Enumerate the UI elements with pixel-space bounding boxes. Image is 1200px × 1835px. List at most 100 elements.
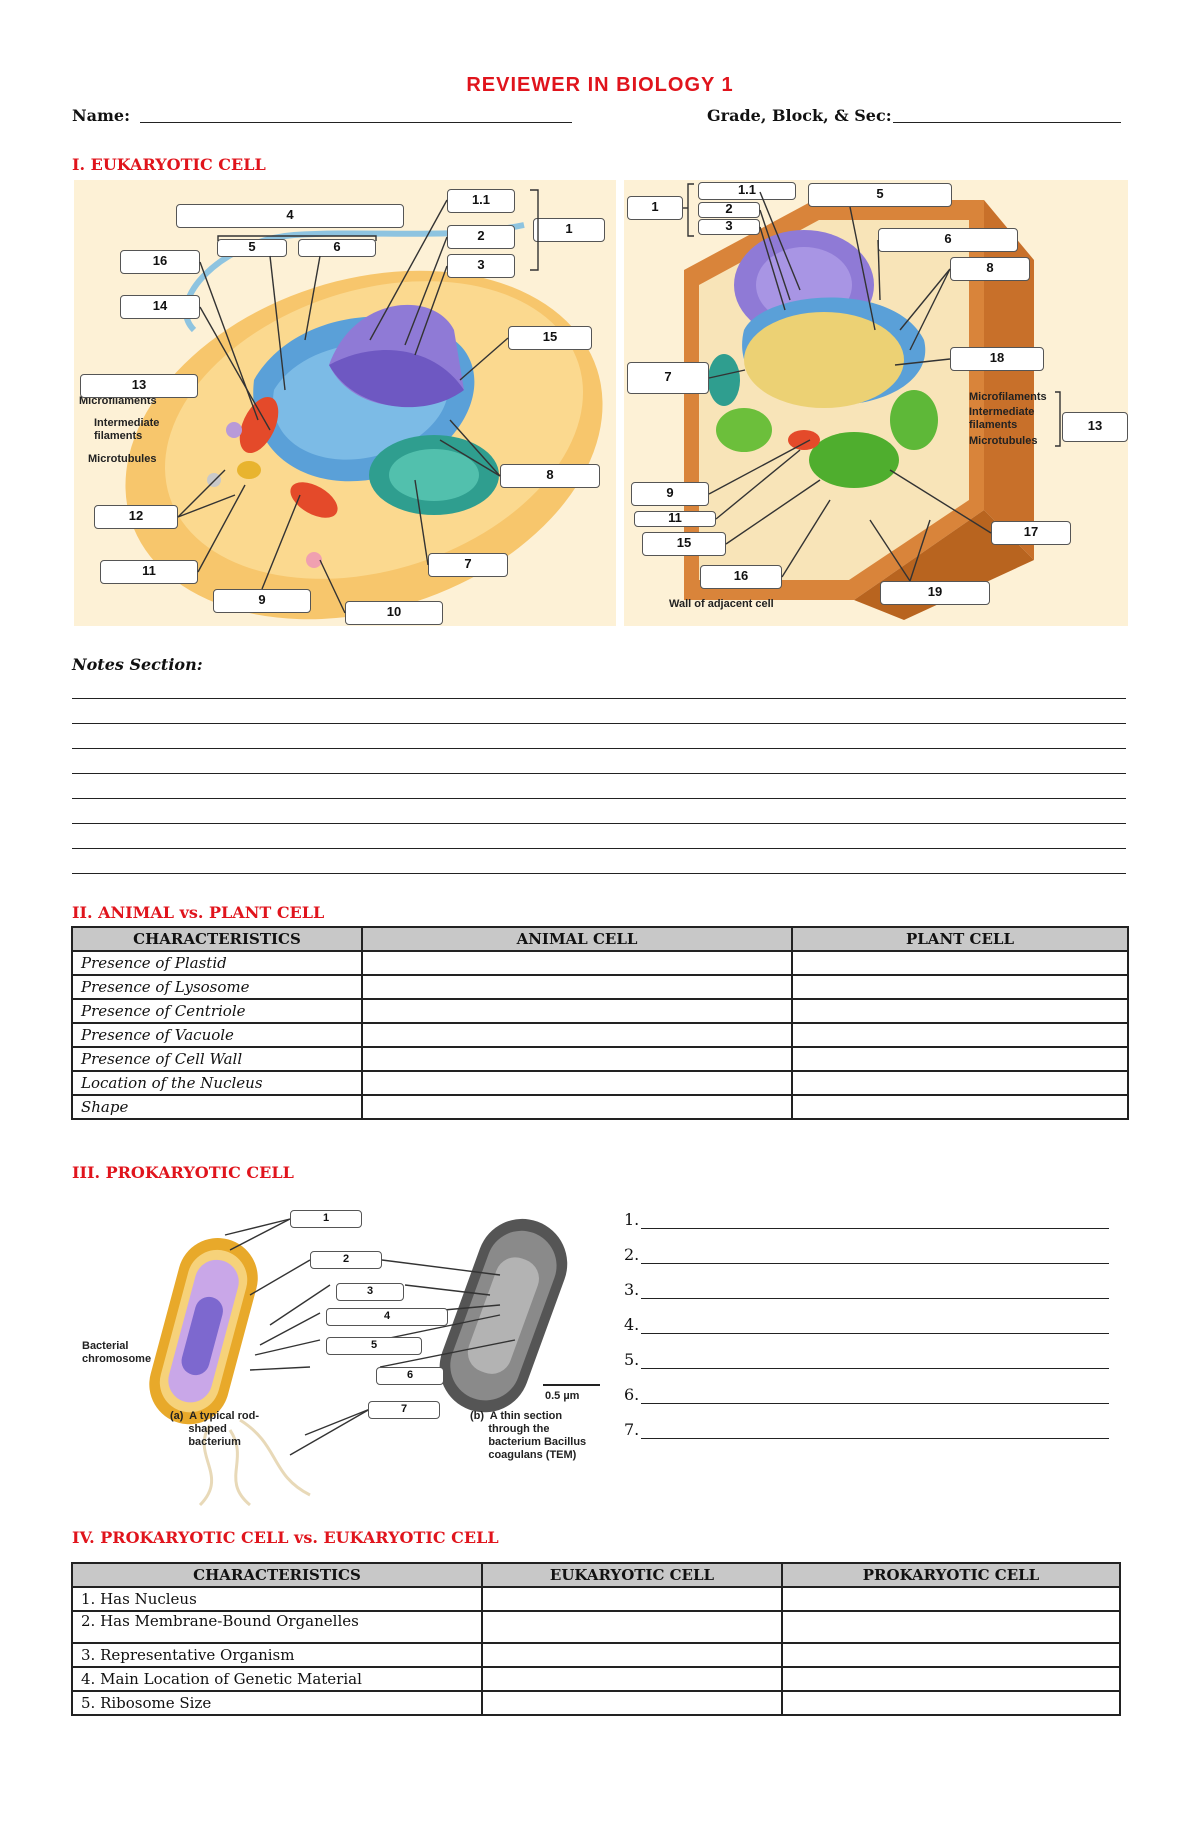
animal-microtubules-caption: Microtubules [88, 453, 157, 465]
answer-line[interactable]: 4. [624, 1315, 1124, 1334]
section-eukaryotic-heading: I. EUKARYOTIC CELL [72, 155, 266, 174]
animal-label-16[interactable]: 16 [120, 250, 200, 274]
answer-line[interactable]: 3. [624, 1280, 1124, 1299]
table-row: 4. Main Location of Genetic Material [71, 1666, 1121, 1692]
table-row: 1. Has Nucleus [71, 1586, 1121, 1612]
prok-label-5[interactable]: 5 [326, 1337, 422, 1355]
table-row: 5. Ribosome Size [71, 1690, 1121, 1716]
bacterium-art [149, 1218, 600, 1507]
plant-cell-diagram: Microfilaments Intermediate filaments Mi… [624, 180, 1128, 626]
notes-line[interactable] [72, 773, 1126, 774]
animal-label-11[interactable]: 11 [100, 560, 198, 584]
plant-label-8[interactable]: 8 [950, 257, 1030, 281]
plant-label-15[interactable]: 15 [642, 532, 726, 556]
scale-label: 0.5 µm [545, 1390, 580, 1402]
animal-label-9[interactable]: 9 [213, 589, 311, 613]
caption-b-2: through the [470, 1423, 550, 1435]
col-eukaryotic-cell: EUKARYOTIC CELL [481, 1562, 783, 1588]
plant-label-3[interactable]: 3 [698, 219, 760, 235]
table-row: 3. Representative Organism [71, 1642, 1121, 1668]
animal-label-4[interactable]: 4 [176, 204, 404, 228]
bacterial-chromosome-caption: Bacterial chromosome [82, 1340, 152, 1365]
animal-label-5[interactable]: 5 [217, 239, 287, 257]
animal-label-12[interactable]: 12 [94, 505, 178, 529]
animal-label-1[interactable]: 1 [533, 218, 605, 242]
caption-b-1: (b) A thin section [470, 1410, 563, 1422]
notes-line[interactable] [72, 798, 1126, 799]
plant-label-2[interactable]: 2 [698, 202, 760, 218]
grade-field[interactable] [893, 122, 1121, 123]
section-prokaryotic-heading: III. PROKARYOTIC CELL [72, 1163, 294, 1182]
table-row: Location of the Nucleus [71, 1070, 1129, 1096]
prok-label-7[interactable]: 7 [368, 1401, 440, 1419]
plant-label-7[interactable]: 7 [627, 362, 709, 394]
table-row: Presence of Plastid [71, 950, 1129, 976]
answer-line[interactable]: 5. [624, 1350, 1124, 1369]
prok-label-2[interactable]: 2 [310, 1251, 382, 1269]
notes-line[interactable] [72, 748, 1126, 749]
plant-label-18[interactable]: 18 [950, 347, 1044, 371]
notes-line[interactable] [72, 723, 1126, 724]
plant-microtubules-caption: Microtubules [969, 435, 1038, 447]
answer-line[interactable]: 7. [624, 1420, 1124, 1439]
col-prokaryotic-cell: PROKARYOTIC CELL [781, 1562, 1121, 1588]
prok-label-4[interactable]: 4 [326, 1308, 448, 1326]
notes-line[interactable] [72, 823, 1126, 824]
col-characteristics: CHARACTERISTICS [71, 1562, 483, 1588]
table-row: Presence of Lysosome [71, 974, 1129, 1000]
plant-label-1[interactable]: 1 [627, 196, 683, 220]
plant-intermediate-caption: Intermediate filaments [969, 406, 1035, 431]
table-row: 2. Has Membrane-Bound Organelles [71, 1610, 1121, 1644]
table-row: Presence of Centriole [71, 998, 1129, 1024]
animal-plant-table: CHARACTERISTICS ANIMAL CELL PLANT CELL P… [71, 926, 1129, 1120]
plant-label-17[interactable]: 17 [991, 521, 1071, 545]
plant-label-11[interactable]: 11 [634, 511, 716, 527]
animal-label-7[interactable]: 7 [428, 553, 508, 577]
plant-label-6[interactable]: 6 [878, 228, 1018, 252]
col-plant-cell: PLANT CELL [791, 926, 1129, 952]
notes-line[interactable] [72, 698, 1126, 699]
animal-label-8[interactable]: 8 [500, 464, 600, 488]
name-label: Name: [72, 106, 131, 125]
plant-label-1-1[interactable]: 1.1 [698, 182, 796, 200]
plant-label-13[interactable]: 13 [1062, 412, 1128, 442]
animal-label-14[interactable]: 14 [120, 295, 200, 319]
plant-label-9[interactable]: 9 [631, 482, 709, 506]
answer-line[interactable]: 6. [624, 1385, 1124, 1404]
prok-label-1[interactable]: 1 [290, 1210, 362, 1228]
plant-label-16[interactable]: 16 [700, 565, 782, 589]
section-animal-plant-heading: II. ANIMAL vs. PLANT CELL [72, 903, 325, 922]
name-field[interactable] [140, 122, 572, 123]
animal-label-6[interactable]: 6 [298, 239, 376, 257]
animal-label-10[interactable]: 10 [345, 601, 443, 625]
animal-label-3[interactable]: 3 [447, 254, 515, 278]
answer-line[interactable]: 2. [624, 1245, 1124, 1264]
prokaryotic-diagram: Bacterial chromosome (a) A typical rod- … [80, 1195, 620, 1515]
prok-label-3[interactable]: 3 [336, 1283, 404, 1301]
prok-euk-table: CHARACTERISTICS EUKARYOTIC CELL PROKARYO… [71, 1562, 1121, 1716]
plant-microfilaments-caption: Microfilaments [969, 391, 1047, 403]
animal-label-15[interactable]: 15 [508, 326, 592, 350]
grade-label: Grade, Block, & Sec: [707, 106, 892, 125]
plant-cell-art [684, 200, 1034, 620]
animal-label-2[interactable]: 2 [447, 225, 515, 249]
plant-label-19[interactable]: 19 [880, 581, 990, 605]
table-row: Shape [71, 1094, 1129, 1120]
animal-label-13[interactable]: 13 [80, 374, 198, 398]
notes-line[interactable] [72, 848, 1126, 849]
caption-b-3: bacterium Bacillus [470, 1436, 587, 1448]
animal-label-1-1[interactable]: 1.1 [447, 189, 515, 213]
caption-a: (a) A typical rod- shaped bacterium [170, 1410, 260, 1448]
answer-line[interactable]: 1. [624, 1210, 1124, 1229]
notes-heading: Notes Section: [72, 655, 203, 674]
section-prok-euk-heading: IV. PROKARYOTIC CELL vs. EUKARYOTIC CELL [72, 1528, 499, 1547]
notes-line[interactable] [72, 873, 1126, 874]
page-title: REVIEWER IN BIOLOGY 1 [466, 74, 734, 96]
col-animal-cell: ANIMAL CELL [361, 926, 793, 952]
prok-label-6[interactable]: 6 [376, 1367, 444, 1385]
col-characteristics: CHARACTERISTICS [71, 926, 363, 952]
table-row: Presence of Vacuole [71, 1022, 1129, 1048]
table-row: Presence of Cell Wall [71, 1046, 1129, 1072]
plant-label-5[interactable]: 5 [808, 183, 952, 207]
caption-b-4: coagulans (TEM) [470, 1449, 577, 1461]
